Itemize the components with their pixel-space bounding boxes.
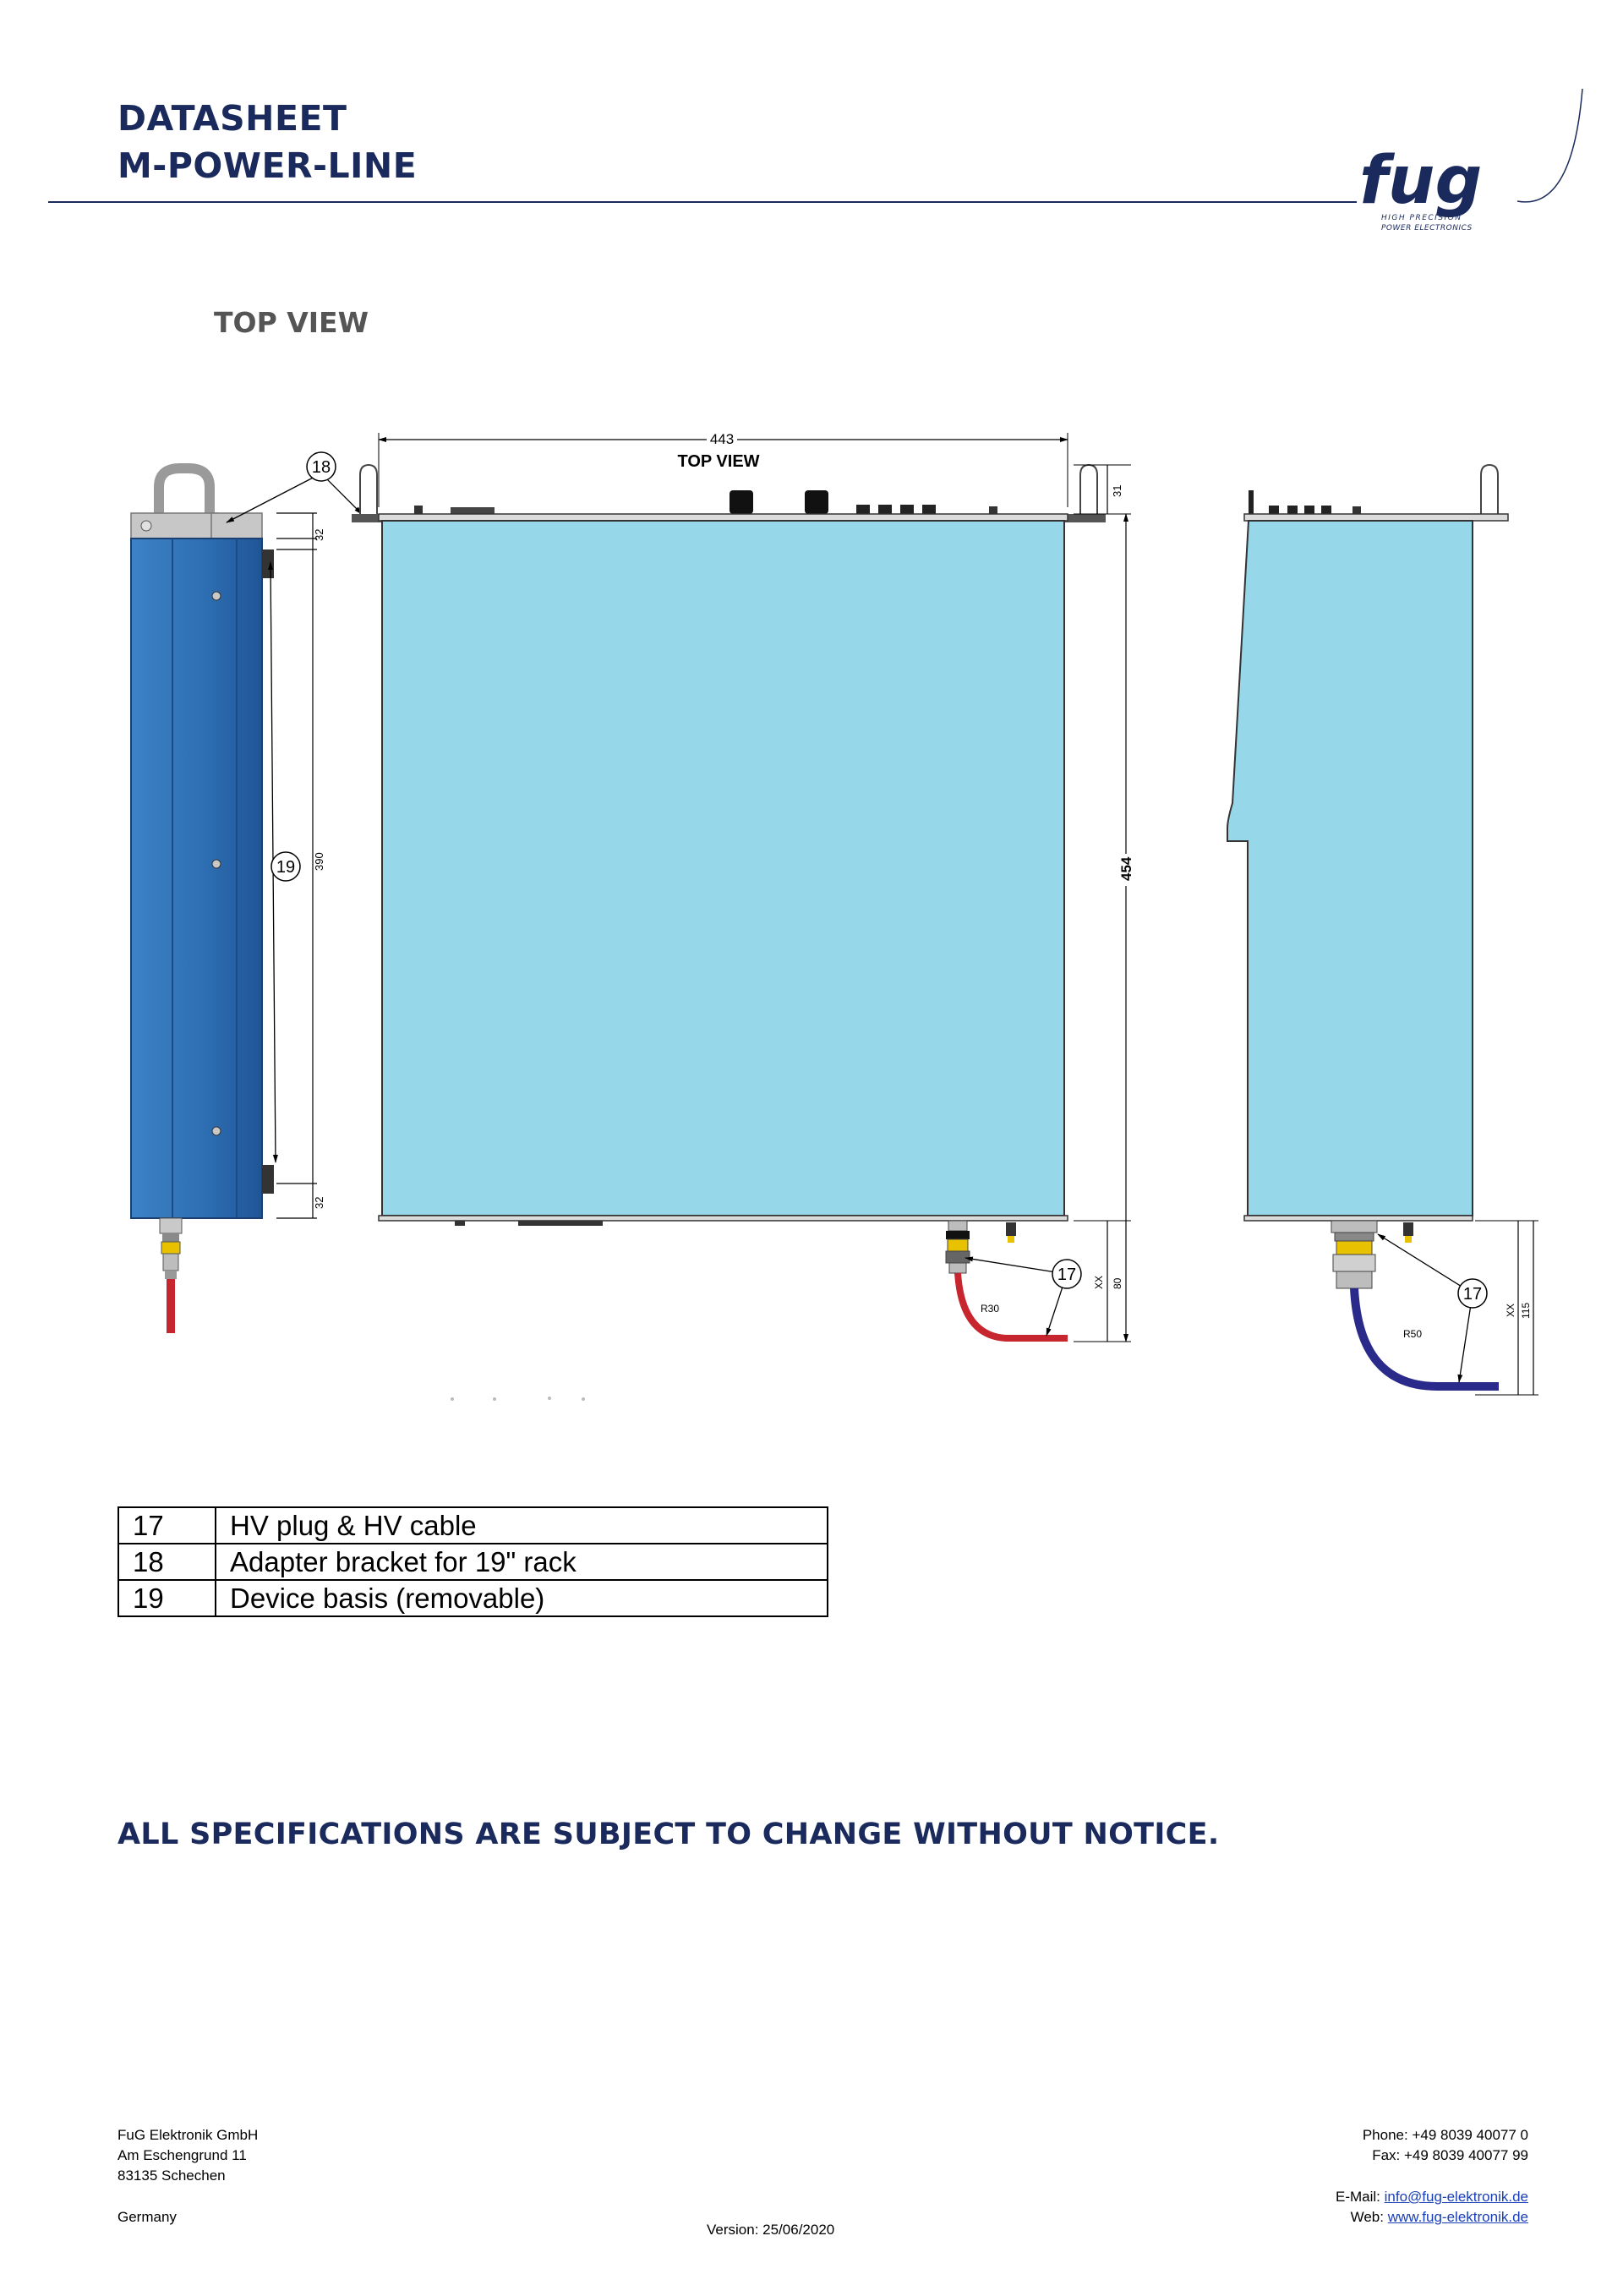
footer-contact: Phone: +49 8039 40077 0 Fax: +49 8039 40…: [1363, 2125, 1528, 2166]
datasheet-title: DATASHEET: [117, 98, 347, 139]
blue-housing: [130, 538, 263, 1219]
svg-text:XX: XX: [1093, 1276, 1105, 1289]
side-view-left: 32 390 32 19 18: [130, 451, 363, 1333]
svg-text:390: 390: [313, 852, 325, 871]
legend-table: 17 HV plug & HV cable 18 Adapter bracket…: [117, 1506, 828, 1617]
svg-text:17: 17: [1463, 1285, 1482, 1304]
svg-text:115: 115: [1520, 1303, 1532, 1319]
footer-fax: Fax: +49 8039 40077 99: [1372, 2147, 1528, 2163]
svg-text:R50: R50: [1403, 1328, 1422, 1340]
top-view-center: 443 TOP VIEW R30 17: [352, 431, 1134, 1401]
legend-number: 19: [117, 1579, 216, 1617]
footer-street: Am Eschengrund 11: [117, 2147, 247, 2163]
callout-17-center: [1052, 1259, 1082, 1289]
svg-text:80: 80: [1112, 1277, 1123, 1289]
change-notice: ALL SPECIFICATIONS ARE SUBJECT TO CHANGE…: [117, 1818, 1220, 1851]
callout-17-right: [1457, 1278, 1488, 1309]
svg-text:31: 31: [1111, 485, 1123, 497]
legend-number: 18: [117, 1543, 216, 1581]
product-line-title: M-POWER-LINE: [117, 145, 418, 186]
legend-description: Adapter bracket for 19" rack: [215, 1543, 828, 1581]
logo-tagline-1: HIGH PRECISION: [1381, 214, 1462, 222]
svg-text:32: 32: [313, 529, 325, 541]
svg-text:32: 32: [313, 1197, 325, 1209]
svg-text:443: 443: [710, 431, 734, 447]
side-view-right: R50 17 XX 115: [1227, 463, 1538, 1396]
legend-row: 18 Adapter bracket for 19" rack: [117, 1543, 828, 1581]
callout-19: [270, 851, 301, 882]
cover-panel: [381, 520, 1065, 1216]
fug-logo: fug HIGH PRECISION POWER ELECTRONICS: [1359, 88, 1583, 232]
email-link[interactable]: info@fug-elektronik.de: [1384, 2189, 1528, 2205]
legend-row: 19 Device basis (removable): [117, 1579, 828, 1617]
footer-company: FuG Elektronik GmbH: [117, 2127, 259, 2143]
footer-online: E-Mail: info@fug-elektronik.de Web: www.…: [1336, 2189, 1528, 2225]
legend-number: 17: [117, 1506, 216, 1544]
legend-description: HV plug & HV cable: [215, 1506, 828, 1544]
footer-country: Germany: [117, 2209, 177, 2225]
legend-description: Device basis (removable): [215, 1579, 828, 1617]
web-link[interactable]: www.fug-elektronik.de: [1387, 2209, 1528, 2225]
footer-address: FuG Elektronik GmbH Am Eschengrund 11 83…: [117, 2125, 258, 2186]
footer-city: 83135 Schechen: [117, 2168, 226, 2184]
logo-tagline-2: POWER ELECTRONICS: [1381, 224, 1473, 232]
svg-text:19: 19: [276, 858, 295, 877]
svg-text:R30: R30: [981, 1303, 999, 1315]
footer-phone: Phone: +49 8039 40077 0: [1362, 2127, 1528, 2143]
technical-drawing: 32 390 32 19 18 443 TOP VIEW: [130, 431, 1538, 1401]
svg-text:XX: XX: [1505, 1304, 1516, 1317]
svg-text:TOP VIEW: TOP VIEW: [677, 452, 759, 471]
version-label: Version: 25/06/2020: [707, 2222, 835, 2238]
svg-text:17: 17: [1057, 1266, 1076, 1284]
logo-wordmark: fug: [1359, 143, 1482, 219]
section-title: TOP VIEW: [214, 306, 369, 339]
callout-18: [306, 451, 336, 482]
svg-text:454: 454: [1118, 856, 1134, 881]
header-divider: [48, 201, 1357, 203]
svg-text:18: 18: [312, 458, 331, 477]
legend-row: 17 HV plug & HV cable: [117, 1506, 828, 1544]
